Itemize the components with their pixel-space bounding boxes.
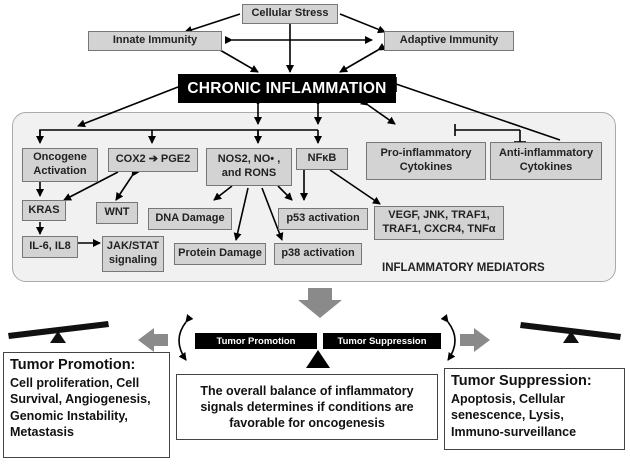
right-seesaw-plank	[520, 322, 621, 340]
right-grey-arrow	[460, 328, 490, 352]
inflammatory-mediators-label: INFLAMMATORY MEDIATORS	[382, 262, 545, 274]
tumor-suppression-heading: Tumor Suppression:	[451, 373, 592, 389]
down-grey-arrow	[298, 288, 342, 318]
left-grey-arrow	[138, 328, 168, 352]
chronic-inflammation-title: CHRONIC INFLAMMATION	[178, 74, 396, 103]
left-seesaw-plank	[8, 321, 109, 339]
nos2-box: NOS2, NO• , and RONS	[206, 148, 292, 186]
arrow-stress-innate	[184, 13, 241, 34]
arrow-nos2-p53	[277, 185, 293, 201]
curve-right	[440, 314, 456, 361]
balance-statement: The overall balance of inflammatory sign…	[176, 374, 438, 440]
arrow-nos2-p38	[261, 187, 284, 241]
arrow-innate-chronic	[211, 43, 259, 73]
jak-stat-box: JAK/STAT signaling	[102, 236, 164, 272]
arrow-adaptive-chronic	[339, 43, 387, 73]
right-seesaw-fulcrum	[563, 331, 579, 343]
inhibit-anti-chronic	[395, 83, 561, 141]
panel-bracket	[39, 129, 259, 140]
innate-immunity-box: Innate Immunity	[88, 31, 222, 51]
arrow-chronic-proinflam	[359, 97, 396, 125]
arrow-nos2-dna	[213, 185, 233, 201]
tumor-promotion-box: Tumor Promotion: Cell proliferation, Cel…	[3, 352, 170, 458]
arrow-cox2-kras	[63, 171, 119, 201]
curve-left	[178, 314, 194, 361]
oncogene-activation-box: Oncogene Activation	[22, 148, 98, 182]
cellular-stress-box: Cellular Stress	[242, 4, 338, 24]
tumor-suppression-body: Apoptosis, Cellular senescence, Lysis, I…	[451, 392, 577, 439]
arrow-chronic-left	[77, 80, 186, 128]
nfkb-box: NFκB	[296, 148, 348, 170]
dna-damage-box: DNA Damage	[148, 208, 232, 230]
arrow-stress-adaptive	[339, 13, 386, 34]
cox2-to-pge2-arrow-icon: ➔	[148, 153, 158, 166]
tumor-promotion-heading: Tumor Promotion:	[10, 357, 136, 373]
arrow-nfkb-vegf	[329, 169, 381, 205]
p53-activation-box: p53 activation	[278, 208, 368, 230]
tumor-suppression-box: Tumor Suppression: Apoptosis, Cellular s…	[444, 368, 625, 450]
il6-il8-box: IL-6, IL8	[22, 236, 78, 258]
arrow-pge2-wnt	[115, 167, 140, 201]
pro-inflammatory-box: Pro-inflammatory Cytokines	[366, 142, 486, 180]
wnt-box: WNT	[96, 202, 138, 224]
cox2-pge2-box: COX2 ➔ PGE2	[108, 148, 198, 172]
adaptive-immunity-box: Adaptive Immunity	[384, 31, 514, 51]
tumor-promotion-body: Cell proliferation, Cell Survival, Angio…	[10, 376, 151, 439]
vegf-box: VEGF, JNK, TRAF1, TRAF1, CXCR4, TNFα	[374, 206, 504, 240]
center-fulcrum	[306, 350, 330, 368]
tumor-promotion-bar: Tumor Promotion	[195, 333, 317, 349]
p38-activation-box: p38 activation	[274, 243, 362, 265]
arrow-nos2-protein	[233, 187, 249, 241]
cox2-label: COX2	[115, 153, 146, 166]
left-seesaw-fulcrum	[50, 331, 66, 343]
pge2-label: PGE2	[160, 153, 191, 166]
protein-damage-box: Protein Damage	[174, 243, 266, 265]
tumor-suppression-bar: Tumor Suppression	[323, 333, 441, 349]
anti-inflammatory-box: Anti-inflammatory Cytokines	[490, 142, 602, 180]
kras-box: KRAS	[22, 200, 66, 221]
